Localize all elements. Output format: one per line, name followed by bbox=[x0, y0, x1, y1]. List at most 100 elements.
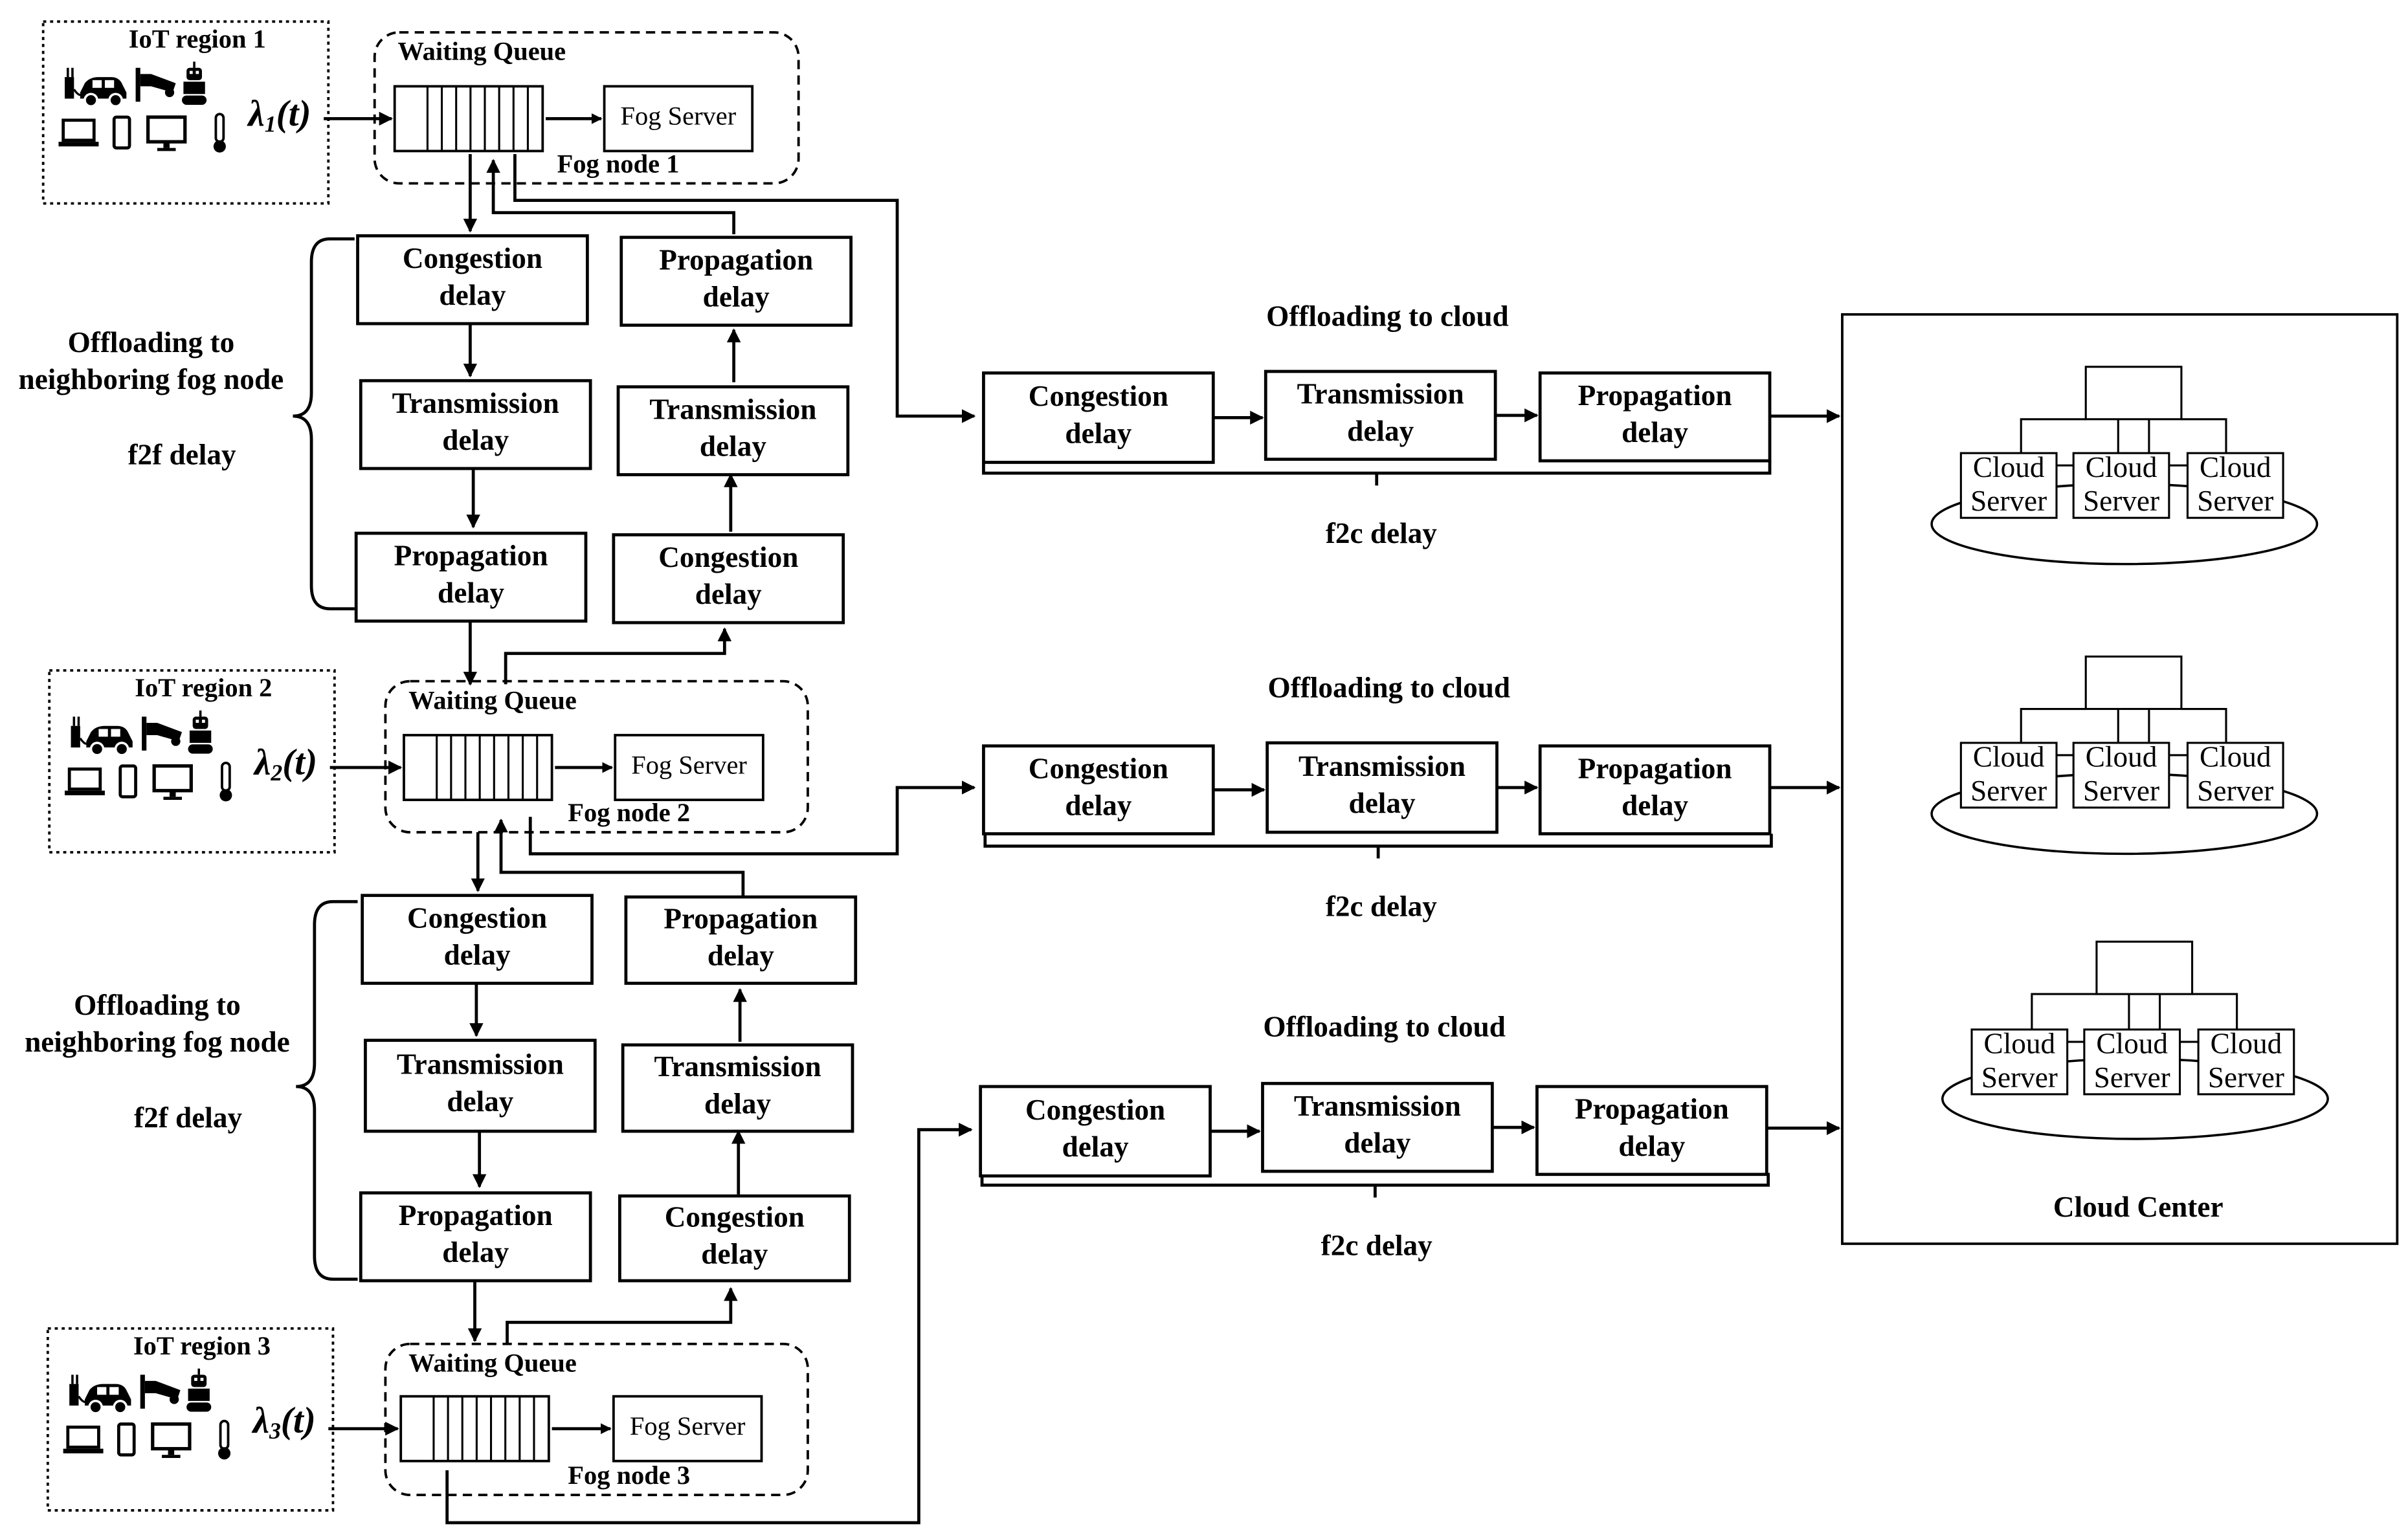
f2f-up-delay-box-line2: delay bbox=[695, 578, 762, 610]
security-camera-icon bbox=[135, 67, 176, 102]
f2c-brace bbox=[983, 834, 1773, 859]
fog-node-label: Fog node 3 bbox=[568, 1461, 690, 1490]
thermometer-icon bbox=[219, 761, 232, 802]
cloud-server-frame bbox=[1959, 742, 2058, 809]
content-layer: IoT region 1λ1(t)IoT region 2λ2(t)IoT re… bbox=[19, 20, 2329, 1512]
f2c-delay-box-line1: Transmission bbox=[1294, 1090, 1461, 1122]
cluster-link bbox=[2020, 707, 2086, 743]
offloading-to-cloud-title: Offloading to cloud bbox=[1266, 300, 1509, 332]
f2f-brace-2 bbox=[296, 900, 358, 1281]
f2f-up-delay-box-line2: delay bbox=[708, 940, 774, 972]
cloud-center-box bbox=[1841, 313, 2399, 1245]
f2c-delay-box-line2: delay bbox=[1349, 787, 1416, 819]
arrow-fog3-to-cloud bbox=[445, 1122, 973, 1525]
laptop-icon bbox=[63, 1425, 104, 1453]
cloud-server-line1: Cloud bbox=[2086, 740, 2157, 773]
f2c-delay-box-frame bbox=[1535, 1085, 1768, 1176]
f2c-delay-box-frame bbox=[982, 371, 1215, 464]
cloud-server-line2: Server bbox=[1970, 485, 2047, 517]
iot-region-frame bbox=[48, 669, 336, 854]
f2f-up-delay-box-line1: Transmission bbox=[649, 393, 816, 425]
f2c-brace bbox=[980, 1173, 1770, 1198]
cloud-server-line2: Server bbox=[2197, 775, 2273, 807]
cloud-server-line1: Cloud bbox=[1973, 740, 2045, 773]
fog-server-label: Fog Server bbox=[631, 750, 747, 779]
iot-region-3: IoT region 3λ3(t) bbox=[46, 1327, 335, 1512]
f2c-delay-label: f2c delay bbox=[1326, 517, 1437, 549]
f2f-down-delay-box: Congestion delay bbox=[361, 894, 594, 985]
f2c-delay-box-line2: delay bbox=[1347, 415, 1414, 447]
f2f-down-delay-box-line2: delay bbox=[442, 424, 509, 456]
f2c-delay-box-line1: Transmission bbox=[1299, 750, 1466, 782]
f2f-down-delay-box-line1: Transmission bbox=[397, 1048, 564, 1081]
monitor-icon bbox=[152, 764, 193, 801]
cloud-server-line1: Cloud bbox=[2086, 451, 2157, 483]
waiting-queue bbox=[403, 734, 553, 801]
f2c-delay-box-line2: delay bbox=[1065, 790, 1132, 822]
f2f-down-delay-box-frame bbox=[354, 531, 588, 623]
f2f-down-delay-box-line1: Propagation bbox=[394, 540, 548, 572]
f2f-up-delay-box-frame bbox=[612, 533, 845, 624]
waiting-queue bbox=[393, 85, 544, 153]
f2f-down-delay-box-line2: delay bbox=[444, 939, 511, 971]
f2f-down-delay-box: Propagation delay bbox=[359, 1191, 592, 1283]
f2f-up-delay-box-line1: Transmission bbox=[654, 1050, 821, 1083]
arrow-fog2-to-cloud bbox=[528, 780, 976, 856]
f2c-delay-box-frame bbox=[1265, 741, 1499, 834]
f2c-delay-box-frame bbox=[982, 744, 1215, 835]
smartphone-icon bbox=[117, 1422, 136, 1457]
cloud-server-frame bbox=[2186, 452, 2284, 519]
waiting-queue-label: Waiting Queue bbox=[397, 37, 566, 66]
cloud-root-node bbox=[2084, 655, 2183, 711]
f2c-delay-box-line2: delay bbox=[1065, 417, 1132, 449]
cluster-link bbox=[2031, 993, 2097, 1030]
robot-icon bbox=[182, 61, 207, 105]
iot-region-label: IoT region 3 bbox=[133, 1331, 271, 1360]
cloud-server-frame bbox=[2072, 742, 2170, 809]
f2f-title-line2: neighboring fog node bbox=[19, 363, 284, 395]
f2f-down-delay-box-line2: delay bbox=[442, 1236, 509, 1268]
robot-icon bbox=[188, 710, 213, 754]
monitor-icon bbox=[146, 115, 187, 151]
cloud-server-line1: Cloud bbox=[2096, 1027, 2168, 1059]
connector-layer bbox=[293, 154, 2399, 1525]
f2c-delay-box-line2: delay bbox=[1622, 790, 1688, 822]
cloud-server-line2: Server bbox=[2094, 1061, 2170, 1094]
iot-region-label: IoT region 2 bbox=[135, 673, 272, 702]
cluster-link bbox=[2181, 418, 2227, 454]
f2f-up-delay-box-frame bbox=[624, 895, 858, 985]
security-camera-icon bbox=[140, 1375, 181, 1409]
f2f-title-line1: Offloading to bbox=[74, 989, 241, 1021]
f2f-down-delay-box-frame bbox=[364, 1039, 597, 1133]
car-icon bbox=[86, 725, 133, 756]
ev-charger-icon bbox=[65, 67, 85, 99]
fog-node-frame bbox=[384, 1342, 809, 1497]
f2c-delay-box: Transmission delay bbox=[1265, 741, 1499, 834]
waiting-queue-label: Waiting Queue bbox=[408, 1348, 577, 1377]
cloud-server-line2: Server bbox=[2083, 775, 2159, 807]
f2f-down-delay-box-line1: Transmission bbox=[392, 387, 559, 419]
cloud-server-line1: Cloud bbox=[2200, 740, 2271, 773]
f2f-down-delay-box-line1: Congestion bbox=[407, 901, 547, 934]
arrow-propagation-to-fog1 bbox=[486, 159, 736, 234]
f2c-delay-box-frame bbox=[1538, 371, 1772, 463]
f2f-down-delay-box-line1: Propagation bbox=[399, 1199, 553, 1231]
f2f-up-delay-box-line2: delay bbox=[701, 1238, 768, 1270]
f2c-delay-box-frame bbox=[1538, 744, 1772, 835]
